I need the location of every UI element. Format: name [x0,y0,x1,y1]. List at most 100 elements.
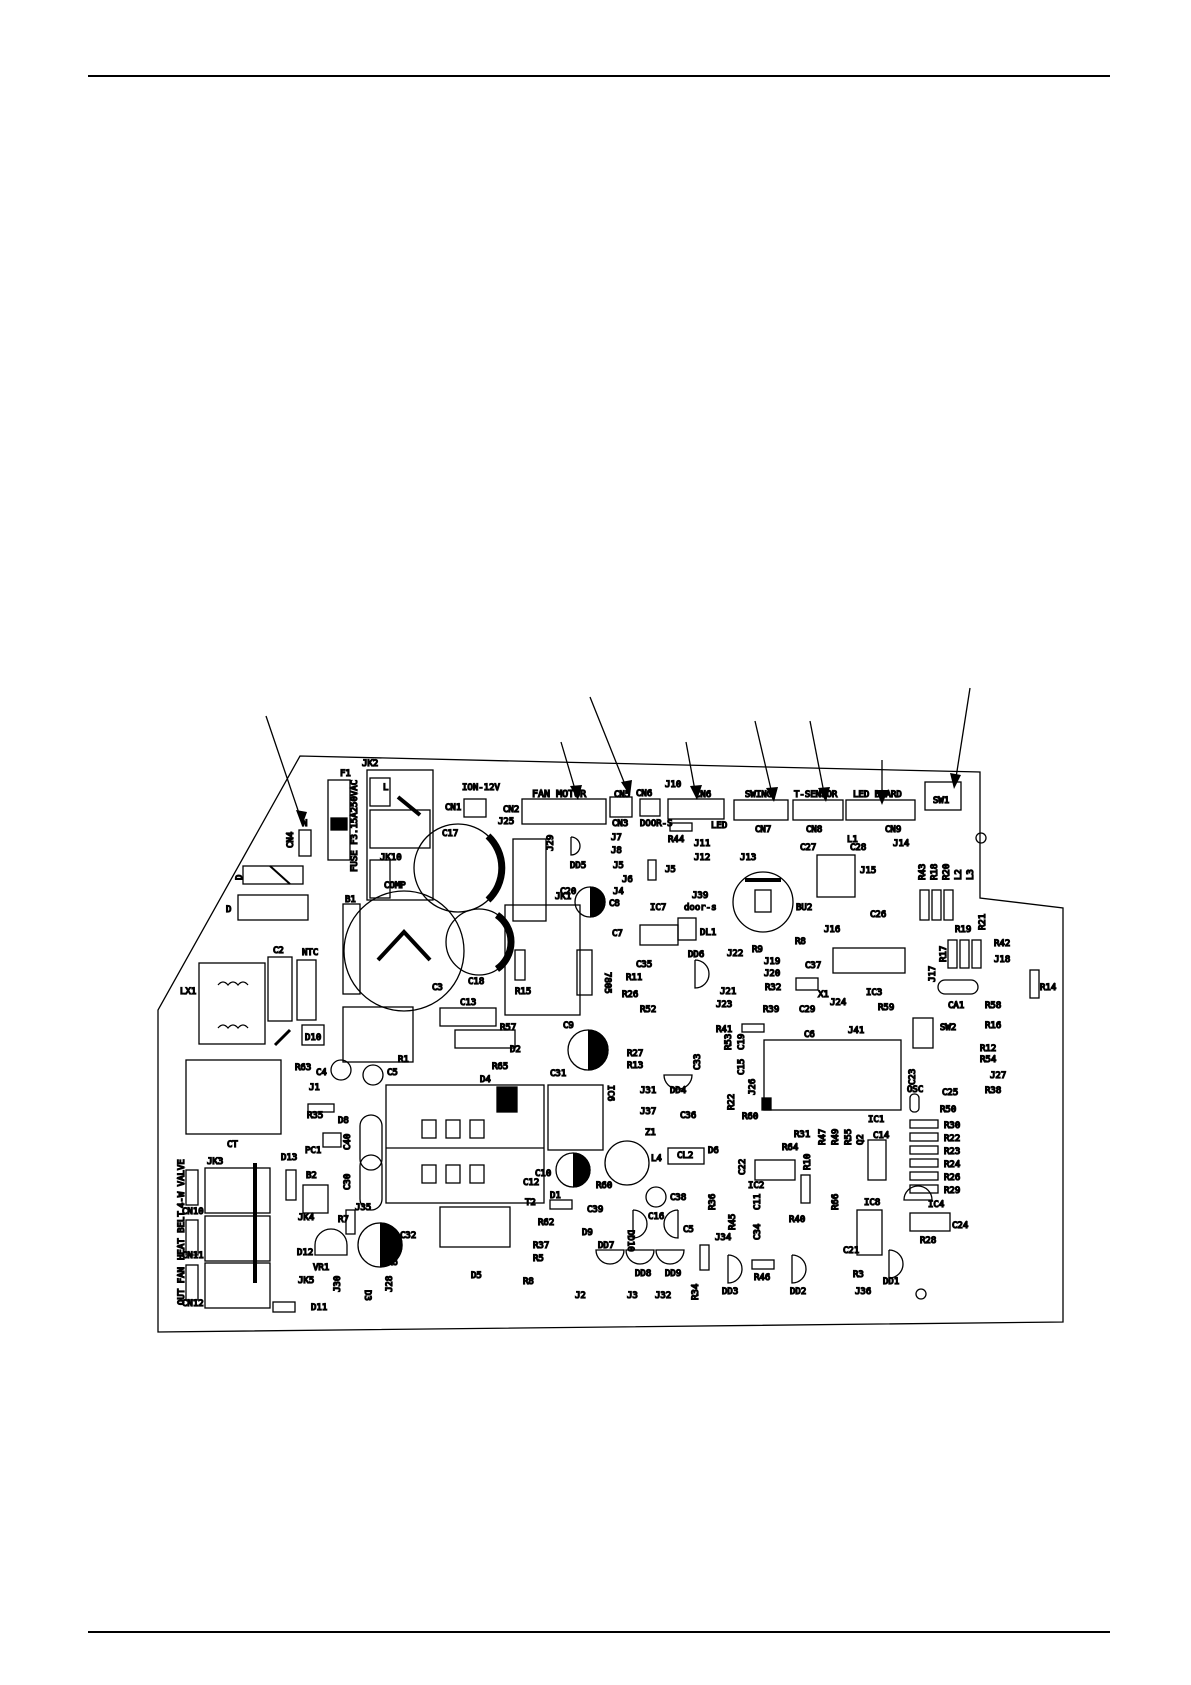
cn7-label: CN7 [755,825,771,835]
r38-label: R38 [985,1086,1001,1096]
j30-label: J30 [333,1276,343,1292]
j27-label: J27 [990,1071,1006,1081]
dd9-led [655,1249,685,1265]
dd2-led [791,1254,807,1284]
cn12-label: CN12 [182,1299,204,1309]
c9-label: C9 [563,1021,574,1031]
r35-label: R35 [307,1111,323,1121]
c38-capacitor [645,1186,667,1208]
cn10-label: CN10 [182,1207,204,1217]
b2-label: B2 [306,1171,317,1181]
c7-label: C7 [612,929,623,939]
c20-label: C20 [560,887,576,897]
j31-label: J31 [640,1086,656,1096]
r30-label: R30 [944,1121,960,1131]
j20-label: J20 [764,969,780,979]
r66-label: R66 [831,1194,841,1210]
comp-terminal [369,859,391,899]
l4-label: L4 [651,1154,662,1164]
d10-diode [301,1024,325,1046]
r26-label: R26 [944,1173,960,1183]
cn10-connector [185,1169,199,1206]
r63-label: R63 [295,1063,311,1073]
7805-label: 7805 [602,972,612,994]
r57-label: R57 [500,1023,516,1033]
r43-label: R43 [918,864,928,880]
r21-resistor [971,939,982,969]
r16-label: R16 [985,1021,1001,1031]
led-board-label: LED BOARD [853,790,902,800]
jk10-label: JK10 [380,853,402,863]
j23-label: J23 [716,1000,732,1010]
r13-label: R13 [627,1061,643,1071]
r59-label: R59 [878,1003,894,1013]
j22-label: J22 [727,949,743,959]
sw1-label: SW1 [933,796,949,806]
t2-label: T2 [525,1198,536,1208]
r6-label: R6 [387,1258,398,1268]
dd10-led [632,1209,648,1239]
j28-label: J28 [385,1276,395,1292]
cn8-label: CN8 [806,825,822,835]
jk1-relay [512,838,547,922]
c13-capacitor [439,1007,497,1027]
r57-resistor [454,1029,516,1049]
led-connector [667,798,725,820]
ic2-label: IC2 [748,1181,764,1191]
ntc-thermistor [296,959,317,1021]
r45-label: R45 [728,1214,738,1230]
c12-label: C12 [523,1178,539,1188]
led-label: LED [711,821,727,831]
module-slot-5 [445,1164,461,1184]
dd7-label: DD7 [598,1241,614,1251]
module-slot-6 [469,1164,485,1184]
ic3-chip [832,947,906,974]
ic1-label: IC1 [868,1115,884,1125]
c11-label: C11 [753,1194,763,1210]
cn6-label: CN6 [695,790,711,800]
c18-label: C18 [468,977,484,987]
pc1-label: PC1 [305,1146,321,1156]
j12-label: J12 [694,853,710,863]
jk5-label: JK5 [298,1276,314,1286]
f1-label: F1 [340,769,351,779]
ic3-label: IC3 [866,988,882,998]
heat-belt-label: HEAT BELT [177,1211,187,1260]
j37-label: J37 [640,1107,656,1117]
c24-label: C24 [952,1221,968,1231]
dd6-led [694,959,710,989]
r22b-label: R22 [727,1094,737,1110]
r44-resistor [669,822,693,832]
r32-label: R32 [765,983,781,993]
door-s-small-label: door-s [684,903,717,913]
r34-resistor [699,1244,710,1271]
r61-resistor [647,859,657,881]
r28-label: R28 [920,1236,936,1246]
j7-label: J7 [611,833,622,843]
ic6-label: IC6 [605,1085,615,1101]
c40-capacitor [359,1114,383,1171]
cn4-connector [298,829,312,857]
ion-label: ION-12V [462,783,501,793]
swing-label: SWING [745,790,772,800]
ic4-regulator [903,1185,933,1201]
c15-label: C15 [737,1059,747,1075]
c29-label: C29 [799,1005,815,1015]
n-label: N [302,819,307,829]
power-module [385,1084,545,1204]
d13-label: D13 [281,1153,297,1163]
c27-label: C27 [800,843,816,853]
pc1-optocoupler [322,1132,342,1148]
r50-label: R50 [940,1105,956,1115]
mount-hole-bottom [915,1288,927,1300]
ion-connector [463,798,487,818]
l3-label: L3 [966,869,976,880]
r60-label: R60 [596,1181,612,1191]
r17-resistor [947,939,958,969]
dd3-label: DD3 [722,1287,738,1297]
j14-label: J14 [893,839,909,849]
j41-label: J41 [848,1026,864,1036]
board-outline [157,755,1064,1333]
r14-label: R14 [1040,983,1056,993]
